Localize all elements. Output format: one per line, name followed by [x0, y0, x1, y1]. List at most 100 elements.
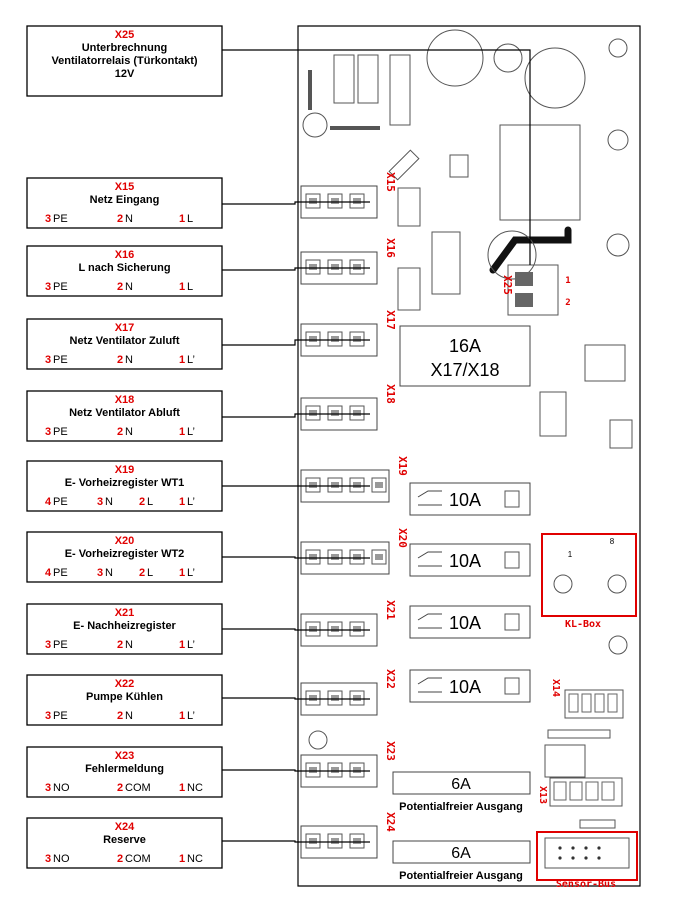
- relay-body: [409, 669, 531, 703]
- pin-name: L’: [187, 567, 195, 579]
- connector-screw: [375, 482, 383, 488]
- connector-pin: [349, 833, 365, 849]
- transformer: [499, 124, 581, 221]
- connector-id: X17: [115, 322, 135, 334]
- pcb-board: 12X15X16X17X18X19X20X21X22X23X24X2516AX1…: [297, 25, 641, 890]
- x14-pin: [594, 693, 605, 713]
- sensor-bus-pin: [558, 846, 562, 850]
- capacitor-large: [426, 29, 484, 87]
- connector-pin: [305, 833, 321, 849]
- connector-title: Netz Ventilator Abluft: [69, 407, 180, 419]
- connector-label-box: [26, 177, 223, 229]
- connector-screw: [353, 336, 361, 342]
- fuse-6a-value: 6A: [451, 845, 471, 862]
- pin-number: 2: [117, 639, 123, 651]
- connector-silk-label: X23: [384, 741, 397, 761]
- leader-line: [222, 697, 370, 700]
- pin-number: 1: [179, 639, 185, 651]
- connector-screw: [331, 838, 339, 844]
- fuse-16a-value: 16A: [449, 336, 481, 356]
- connector-pin: [349, 762, 365, 778]
- connector-screw: [353, 554, 361, 560]
- connector-pin: [349, 193, 365, 209]
- connector-screw: [353, 482, 361, 488]
- connector-screw: [331, 264, 339, 270]
- connector-screw: [309, 838, 317, 844]
- connector-pin: [327, 477, 343, 493]
- mount-hole: [608, 635, 628, 655]
- connector-pin: [327, 762, 343, 778]
- ic-chip: [584, 344, 626, 382]
- connector-pin: [327, 331, 343, 347]
- connector-screw: [331, 198, 339, 204]
- connector-screw: [309, 410, 317, 416]
- connector-pin: [371, 477, 387, 493]
- leader-line: [222, 628, 370, 631]
- pin-number: 4: [45, 567, 52, 579]
- x14-pin: [568, 693, 579, 713]
- pin-name: L: [187, 213, 193, 225]
- pin-number: 3: [97, 567, 103, 579]
- pin-number: 2: [117, 426, 123, 438]
- connector-screw: [353, 767, 361, 773]
- fuse-6a-caption: Potentialfreier Ausgang: [399, 870, 523, 882]
- pcb-components: [302, 29, 633, 829]
- x13-pin: [601, 781, 615, 801]
- ic-chip: [539, 391, 567, 437]
- x13-pin: [569, 781, 583, 801]
- potentiometer: [302, 112, 328, 138]
- sensor-bus-pin: [584, 846, 588, 850]
- kl-box-pin-1: 1: [568, 550, 573, 559]
- connector-silk-label: X18: [384, 384, 397, 404]
- relay-body: [409, 543, 531, 577]
- connector-title: 12V: [115, 68, 135, 80]
- connector-screw: [353, 626, 361, 632]
- connector-label-box: [26, 245, 223, 297]
- pin-number: 1: [179, 710, 185, 722]
- pin-number: 2: [117, 354, 123, 366]
- pin-name: NC: [187, 853, 203, 865]
- connector-id: X20: [115, 535, 135, 547]
- connector-pin: [305, 193, 321, 209]
- connector-pin: [349, 621, 365, 637]
- leader-line: [222, 339, 370, 346]
- pin-name: PE: [53, 710, 68, 722]
- pin-name: PE: [53, 567, 68, 579]
- x25-screw: [515, 293, 533, 307]
- connector-pin: [305, 331, 321, 347]
- connector-screw: [353, 410, 361, 416]
- pin-name: NC: [187, 782, 203, 794]
- connector-pin: [349, 259, 365, 275]
- pin-number: 3: [45, 853, 51, 865]
- x13-pin: [585, 781, 599, 801]
- relay-switch-icon: [417, 551, 442, 567]
- connector-id: X23: [115, 750, 135, 762]
- relay-rating: 10A: [449, 551, 481, 571]
- connector-title: E- Vorheizregister WT1: [65, 477, 185, 489]
- sensor-bus: Sensor-Bus: [536, 831, 638, 890]
- choke: [397, 267, 421, 311]
- fuse-16a-box: [399, 325, 531, 387]
- capacitor-large: [524, 47, 586, 109]
- connector-id: X24: [115, 821, 135, 833]
- varistor: [431, 231, 461, 295]
- pin-number: 2: [117, 213, 123, 225]
- connector-pin: [327, 193, 343, 209]
- connector-id: X16: [115, 249, 135, 261]
- relay-switch-icon: [417, 613, 442, 629]
- connector-label-box: [26, 25, 223, 97]
